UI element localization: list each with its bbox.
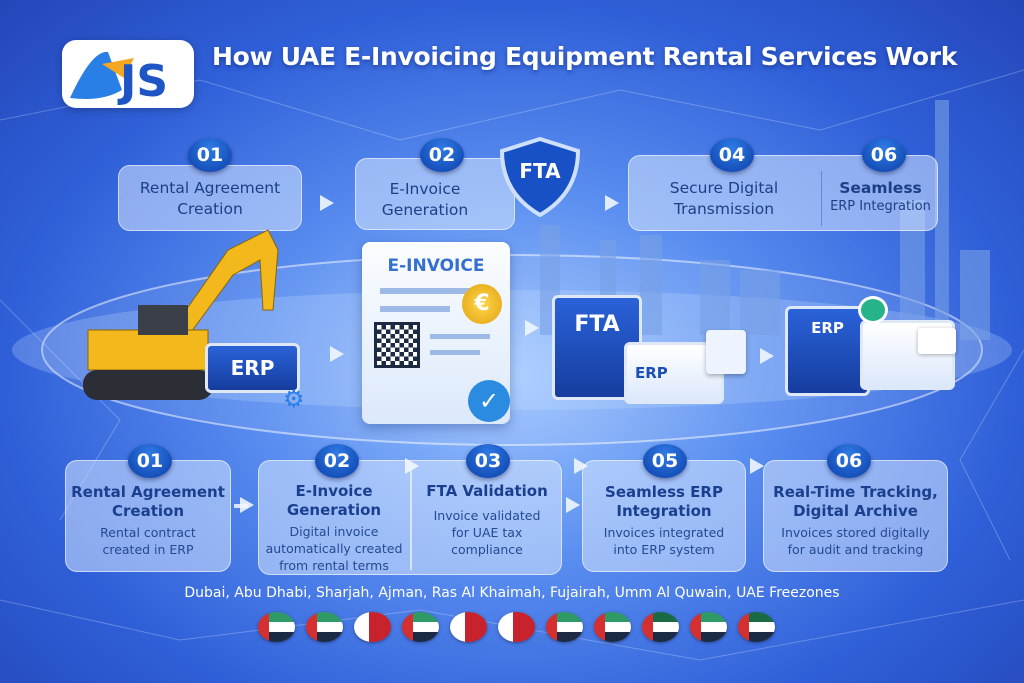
arrow-icon [605,195,619,211]
bahrain-flag-icon [450,612,487,642]
uae-flag-icon [594,612,631,642]
arrow-icon [525,320,539,336]
document-icon [706,330,746,374]
step-badge: 03 [466,444,510,478]
flag-row [258,612,775,642]
uae-flag-icon [402,612,439,642]
top-step-04: Secure Digital Transmission [669,179,779,218]
arrow-icon [330,346,344,362]
uae-flag-icon [546,612,583,642]
step-badge: 05 [643,444,687,478]
step-badge: 01 [128,444,172,478]
step-badge: 02 [315,444,359,478]
gear-icon: ⚙ [283,385,305,413]
step-badge: 04 [710,138,754,172]
check-shield-icon: ✓ [468,380,510,422]
bottom-step-05: Seamless ERP Integration Invoices integr… [582,460,746,572]
arrow-icon [750,458,764,474]
step-badge: 06 [862,138,906,172]
bottom-step-02: E-Invoice Generation Digital invoice aut… [265,482,403,573]
arrow-icon [405,458,419,474]
chat-icon [858,296,888,324]
top-step-02: E-Invoice Generation [355,158,515,230]
step-badge: 06 [827,444,871,478]
uae-flag-icon [258,612,295,642]
bahrain-flag-icon [354,612,391,642]
bottom-step-01: Rental Agreement Creation Rental contrac… [65,460,231,572]
arrow-icon [320,195,334,211]
arrow-icon [566,497,580,513]
top-step-06: Seamless ERP Integration [830,179,931,214]
step-badge: 02 [420,138,464,172]
step-badge: 01 [188,138,232,172]
fta-shield-icon: FTA [498,136,582,218]
page-title: How UAE E-Invoicing Equipment Rental Ser… [212,42,958,71]
uae-flag-icon [306,612,343,642]
bottom-step-03: FTA Validation Invoice validated for UAE… [426,482,548,557]
emirates-list: Dubai, Abu Dhabi, Sharjah, Ajman, Ras Al… [184,585,840,601]
svg-text:JS: JS [117,56,168,107]
arrow-icon [760,348,774,364]
erp-monitor-right [860,320,955,390]
uae-dark-flag-icon [738,612,775,642]
excavator-illustration [78,220,288,414]
mail-icon [918,328,956,354]
qr-code-icon [374,322,420,368]
bahrain-flag-icon [498,612,535,642]
erp-server-right: ERP [785,306,870,396]
euro-coin-icon: € [462,284,502,324]
arrow-icon [574,458,588,474]
uae-dark-flag-icon [642,612,679,642]
uae-flag-icon [690,612,727,642]
ajs-logo: JS [62,40,194,108]
erp-monitor: ERP [205,343,300,393]
arrow-icon [240,497,254,513]
e-invoice-document: E-INVOICE € ✓ [362,242,510,424]
